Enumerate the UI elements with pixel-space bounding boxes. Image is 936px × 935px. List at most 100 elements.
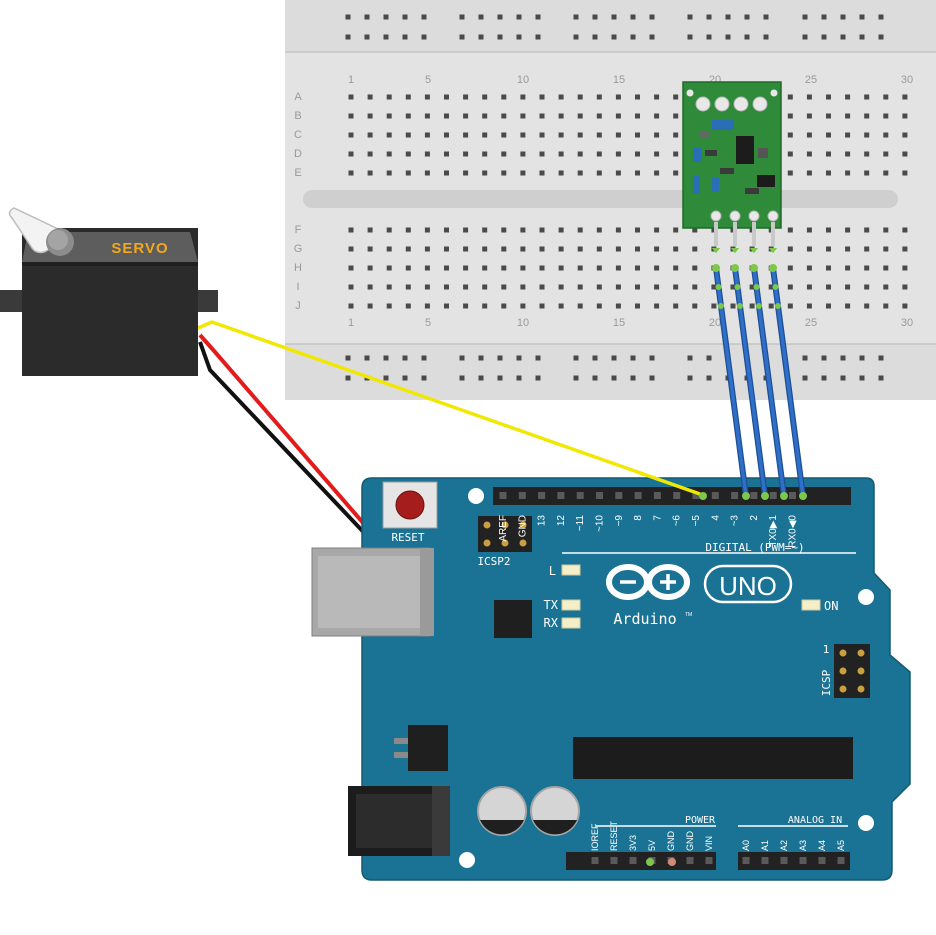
digital-socket [615,492,623,499]
bb-hole [768,303,774,309]
bb-hole [424,94,430,100]
rail-hole [516,34,522,40]
bb-hole [539,132,545,138]
bb-hole [730,303,736,309]
module-header-pins [714,222,775,246]
bb-hole [424,113,430,119]
reset-button-cap[interactable] [395,490,425,520]
bb-hole [711,284,717,290]
bb-hole [883,113,889,119]
bb-hole [826,151,831,157]
rail-hole [592,375,598,381]
bb-hole [444,94,449,100]
bb-hole [577,303,583,309]
digital-socket [789,492,796,499]
bb-hole [883,284,889,290]
rail-hole [421,34,427,40]
bb-hole [635,284,640,290]
bb-col-bottom-1: 1 [348,317,354,329]
icsp-label: ICSP [820,669,833,696]
bb-hole [444,132,449,138]
digital-socket [557,492,565,499]
jumper-end-breadboard [769,264,777,272]
bb-hole [539,94,545,100]
bb-hole [673,303,679,309]
jumper-end-arduino [761,492,769,500]
bb-hole [864,113,870,119]
icsp-pin1-label: 1 [823,643,830,656]
bb-hole [577,113,583,119]
rail-hole [630,34,636,40]
bb-hole [348,113,354,119]
bb-hole [424,132,430,138]
bb-hole [635,170,640,176]
digital-socket [673,492,681,499]
bb-hole [615,151,621,157]
signal-wire-pin7 [197,320,701,496]
analog-pin-label: A0 [741,840,751,851]
analog-pin-label: A4 [817,840,827,851]
mount-hole [468,488,484,504]
bb-connected-hole [753,284,760,290]
bb-hole [902,227,908,233]
jumper-end-arduino [799,492,807,500]
bb-hole [787,303,793,309]
bb-hole [558,265,564,271]
rail-hole [383,14,389,20]
bb-hole [520,303,526,309]
power-pin-label: RESET [609,820,619,851]
usb-chip [494,600,532,638]
bb-hole [577,284,583,290]
bb-hole [520,284,526,290]
analog-header [738,852,850,870]
pin-marker [750,248,758,253]
rail-hole [478,355,484,361]
bb-hole [806,151,812,157]
bb-hole [615,227,621,233]
rail-hole [383,375,389,381]
bb-hole [367,113,373,119]
pin-marker [769,248,777,253]
bb-hole [463,151,469,157]
bb-hole [635,265,640,271]
icsp-header [834,644,870,698]
bb-hole [348,284,354,290]
servo-label: SERVO [111,240,168,257]
bb-hole [711,227,717,233]
rail-hole [840,14,846,20]
power-header [566,852,716,870]
bb-hole [501,284,507,290]
bb-col-top-15: 15 [613,74,625,86]
rail-hole [345,34,351,40]
bb-hole [787,151,793,157]
wire-end-5v [646,858,654,866]
bb-hole [654,170,660,176]
bb-hole [635,303,640,309]
rail-hole [402,14,408,20]
bb-hole [348,94,354,100]
digital-pin-label: 12 [556,515,567,527]
bb-hole [444,151,449,157]
bb-hole [615,265,621,271]
voltage-regulator [394,725,448,771]
digital-socket [731,492,739,499]
rail-hole [630,355,636,361]
bb-hole [558,151,564,157]
rail-hole [687,355,693,361]
bb-hole [424,227,430,233]
rail-hole [821,34,827,40]
bb-hole [826,132,831,138]
bb-row-e: E [294,167,301,179]
microcontroller-chip [573,737,853,779]
bb-connected-hole [755,303,762,309]
bb-hole [405,303,411,309]
logo-text: Arduino [613,610,676,628]
icsp2-label: ICSP2 [477,555,510,568]
led-on [801,599,821,611]
bb-hole [806,303,812,309]
bb-hole [635,227,640,233]
bb-hole [654,303,660,309]
rail-hole [592,14,598,20]
